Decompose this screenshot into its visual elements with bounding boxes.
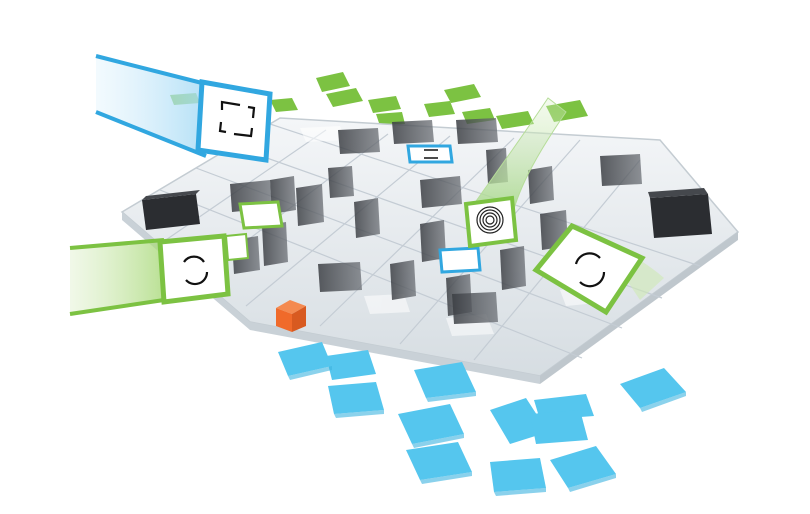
spiral-icon xyxy=(476,206,504,234)
green-swoosh-card xyxy=(463,97,567,249)
bracket-square-icon xyxy=(218,100,256,138)
right-end-block xyxy=(648,188,712,238)
open-circle-icon-left xyxy=(183,255,209,286)
board-tiles xyxy=(224,144,482,274)
orange-die xyxy=(276,300,306,332)
green-banner-card xyxy=(69,233,231,316)
end-blocks xyxy=(142,188,712,238)
blue-tiles xyxy=(278,342,686,492)
green-circle-card-right xyxy=(532,222,664,316)
blue-tile-shading xyxy=(288,366,686,496)
blue-banner-card xyxy=(95,54,273,163)
left-end-block xyxy=(142,190,200,230)
open-circle-icon xyxy=(574,252,606,288)
